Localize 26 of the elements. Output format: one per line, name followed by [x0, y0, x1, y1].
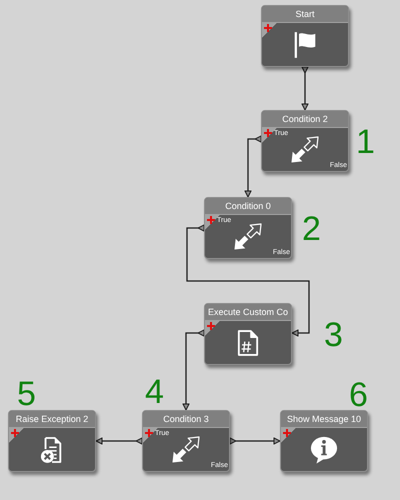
- callout-number: 3: [324, 318, 343, 352]
- node-title: Execute Custom Co: [205, 304, 291, 321]
- callout-number: 2: [302, 212, 321, 246]
- connector-arrow: [182, 330, 204, 410]
- workflow-node: [261, 110, 349, 172]
- workflow-node: [261, 5, 349, 67]
- node-title: Start: [262, 6, 348, 23]
- node-title: Condition 2: [262, 111, 348, 128]
- workflow-node: [8, 410, 96, 472]
- connector-arrow: [244, 136, 262, 198]
- node-title: Condition 0: [205, 198, 291, 215]
- callout-number: 1: [356, 125, 375, 159]
- callout-number: 4: [145, 375, 164, 409]
- workflow-node: [204, 197, 292, 259]
- callout-number: 6: [349, 378, 368, 412]
- callout-number: 5: [17, 377, 36, 411]
- workflow-node: [142, 410, 230, 472]
- workflow-node: [280, 410, 368, 472]
- connector-arrow: [302, 66, 308, 110]
- node-title: Condition 3: [143, 411, 229, 428]
- node-title: Show Message 10: [281, 411, 367, 428]
- node-title: Raise Exception 2: [9, 411, 95, 428]
- connector-arrow: [230, 438, 280, 444]
- connector-arrow: [96, 438, 142, 444]
- connector-arrow: [186, 224, 310, 336]
- workflow-node: [204, 303, 292, 365]
